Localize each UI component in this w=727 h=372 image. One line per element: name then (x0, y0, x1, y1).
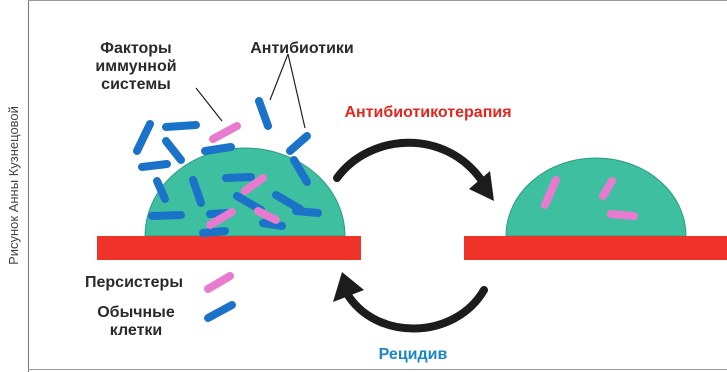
normal-cell (205, 147, 231, 151)
label-antibiotics: Антибиотики (232, 40, 372, 58)
normal-cell (152, 215, 181, 216)
label-pointers (196, 54, 305, 128)
legend-persister-swatch (208, 276, 230, 289)
label-relapse: Рецидив (358, 346, 468, 364)
label-normal-line2: клетки (76, 322, 196, 340)
normal-cell (166, 125, 196, 127)
normal-cell (263, 223, 282, 226)
normal-cell (166, 141, 181, 160)
normal-cell (203, 231, 225, 233)
surface-right (464, 236, 727, 260)
label-immune-line1: Факторы (72, 40, 200, 58)
label-immune-line3: системы (72, 76, 200, 94)
pointer-antibiotic-2 (288, 54, 305, 128)
normal-cell (290, 136, 307, 151)
label-antibiotic-therapy: Антибиотикотерапия (323, 104, 533, 122)
relapse-arrow (333, 272, 484, 329)
label-immune-line2: иммунной (72, 58, 200, 76)
label-normal-cells: Обычные клетки (76, 304, 196, 340)
normal-cell (142, 164, 167, 167)
pointer-antibiotic-1 (270, 54, 288, 100)
biofilm-dome-right (506, 158, 686, 236)
normal-cell (226, 177, 251, 178)
therapy-arrow (337, 143, 494, 201)
normal-cell (296, 211, 318, 213)
label-immune-factors: Факторы иммунной системы (72, 40, 200, 94)
persister-cell (213, 126, 237, 139)
label-normal-line1: Обычные (76, 304, 196, 322)
surface-left (97, 236, 361, 260)
normal-cell (259, 101, 268, 126)
normal-cell (137, 124, 150, 151)
label-persisters: Персистеры (70, 274, 198, 292)
legend-normal-swatch (208, 305, 232, 318)
persister-cell (611, 214, 634, 216)
